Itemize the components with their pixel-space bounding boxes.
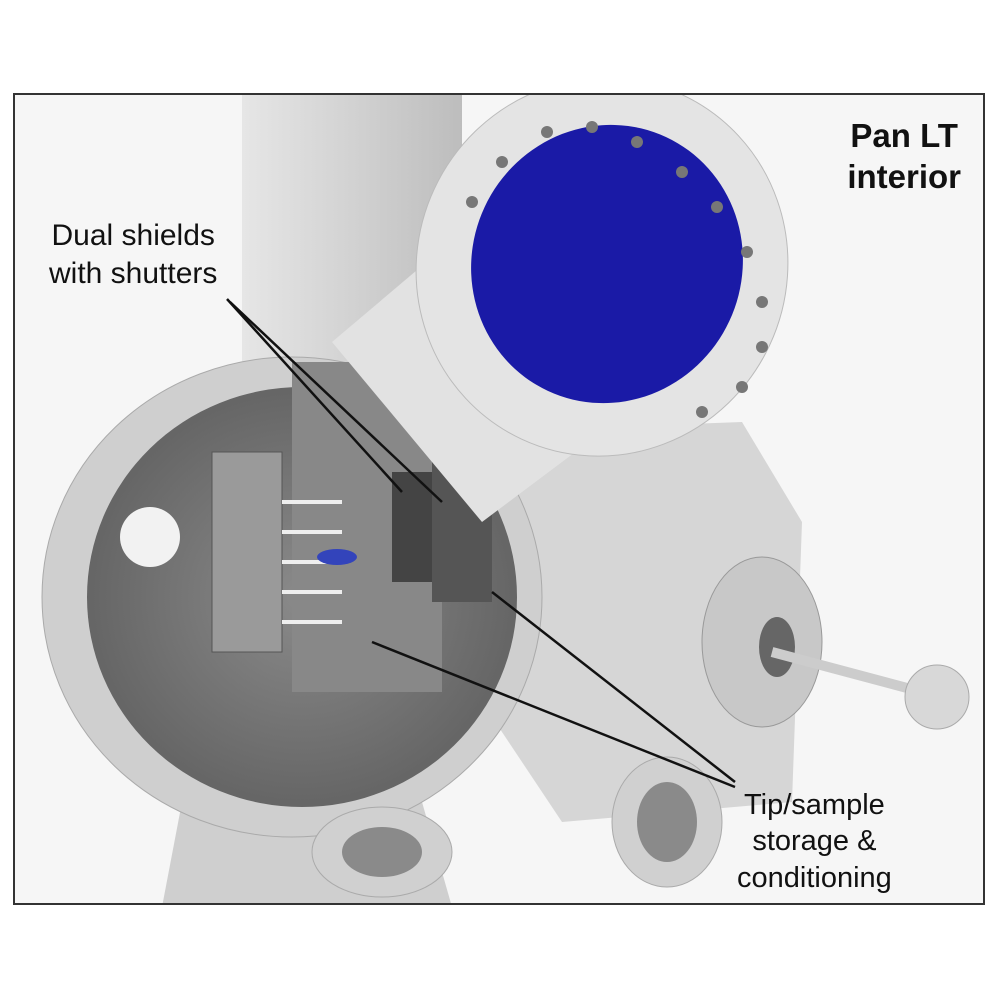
label-line: Dual shields: [51, 219, 215, 252]
manipulator-knob: [904, 664, 970, 730]
title-line: Pan LT: [850, 117, 958, 154]
chamber-illustration: [15, 95, 983, 903]
figure-frame: Pan LT interior Dual shields with shutte…: [13, 93, 985, 905]
figure-title: Pan LT interior: [847, 115, 961, 198]
tip-sample-label: Tip/sample storage & conditioning: [737, 787, 892, 896]
flange-bolts: [466, 121, 768, 418]
label-line: storage &: [752, 825, 877, 858]
title-line: interior: [847, 158, 961, 196]
label-line: with shutters: [49, 256, 218, 290]
leader-lines: [226, 298, 736, 789]
dual-shields-label: Dual shields with shutters: [49, 217, 217, 292]
label-line: conditioning: [737, 861, 892, 894]
blue-viewport: [471, 124, 743, 404]
label-line: Tip/sample: [744, 789, 885, 821]
